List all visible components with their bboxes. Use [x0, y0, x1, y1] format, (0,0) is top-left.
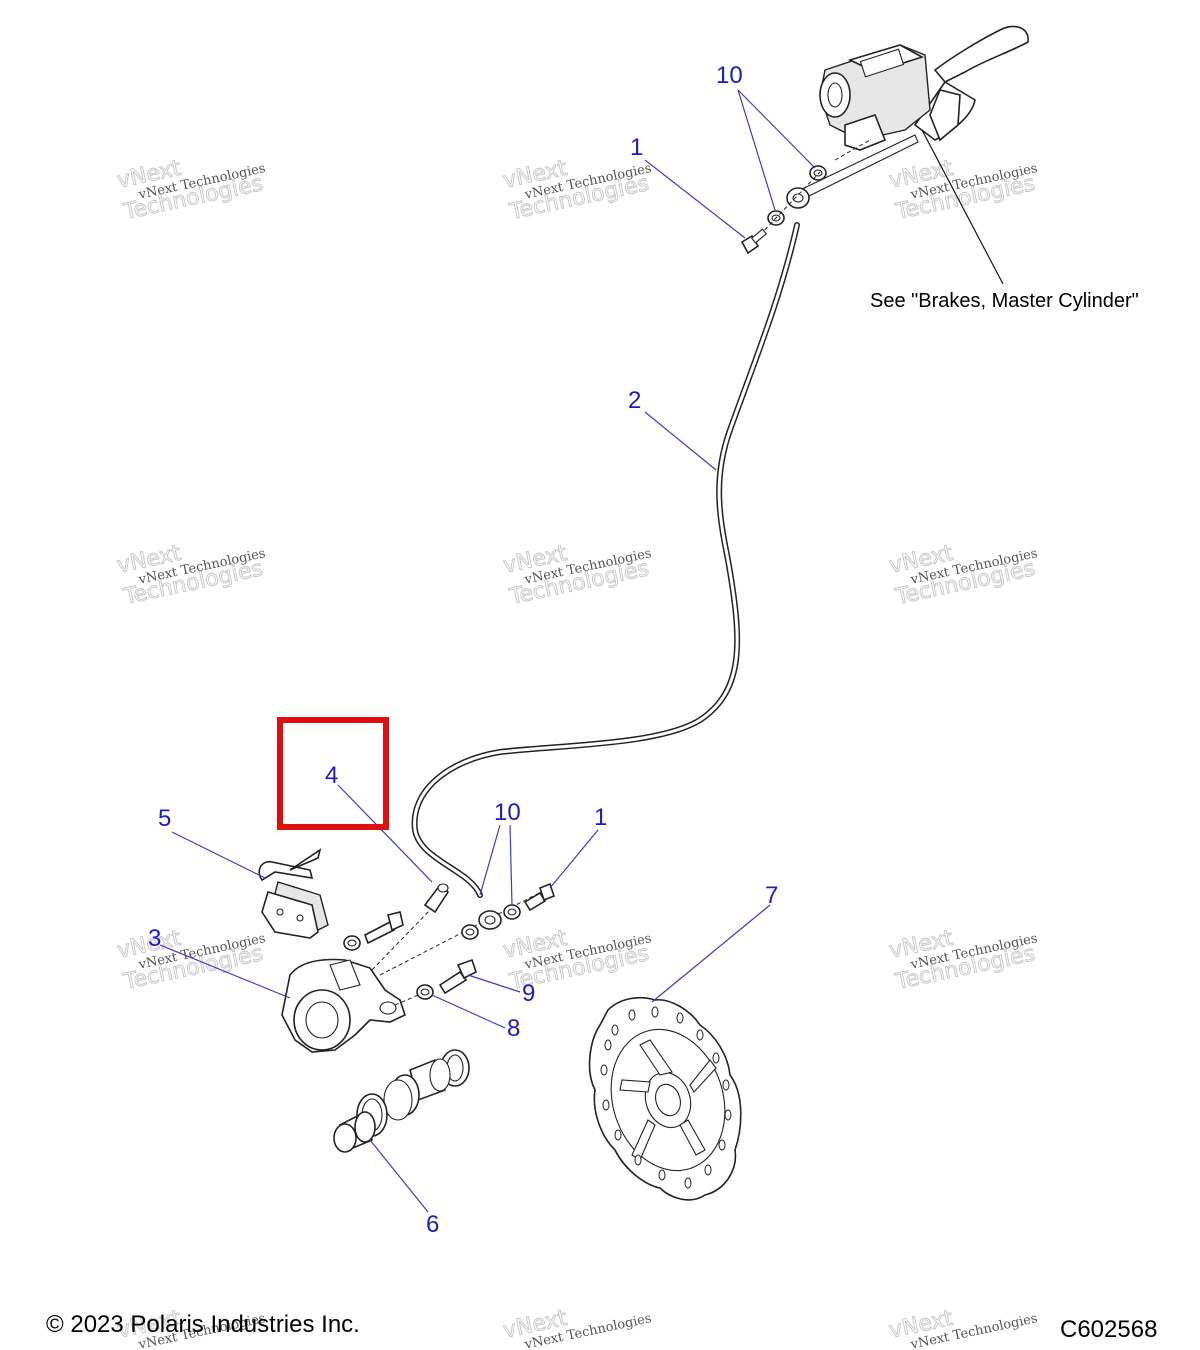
caliper-lower-bolt	[416, 958, 477, 1000]
watermark: vNext Technologies vNext Technologies	[887, 540, 1039, 610]
watermark: vNext vNext Technologies	[887, 1305, 1039, 1350]
callout-9: 9	[522, 980, 535, 1007]
brake-pads	[258, 848, 329, 939]
callout-8: 8	[507, 1015, 520, 1042]
callout-4: 4	[325, 762, 338, 789]
caliper-upper-bolt	[343, 911, 404, 951]
brake-hose	[411, 222, 800, 898]
highlight-box	[277, 717, 389, 830]
watermark: vNext Technologies vNext Technologies	[887, 925, 1039, 995]
top-banjo-assembly	[740, 165, 827, 255]
drawing-code: C602568	[1060, 1316, 1157, 1343]
piston-kit	[333, 1049, 470, 1153]
brake-disc	[588, 996, 742, 1201]
watermark: vNext Technologies vNext Technologies	[115, 155, 267, 225]
copyright-text: © 2023 Polaris Industries Inc.	[46, 1311, 360, 1338]
leader-lines	[159, 89, 1004, 1213]
disc-holes	[600, 1006, 732, 1189]
callout-6: 6	[426, 1211, 439, 1238]
caliper-body	[281, 958, 431, 1053]
callout-3: 3	[148, 925, 161, 952]
callout-7: 7	[765, 882, 778, 909]
master-cylinder-reference-note: See "Brakes, Master Cylinder"	[870, 290, 1139, 312]
watermark: vNext vNext Technologies	[501, 1305, 653, 1350]
bleeder-screw	[371, 883, 450, 971]
callouts: 1 10 2 4 5 10 1 7 3 9 8 6	[148, 62, 778, 1238]
watermark: vNext Technologies vNext Technologies	[115, 925, 267, 995]
callout-5: 5	[158, 805, 171, 832]
master-cylinder	[799, 25, 1029, 199]
callout-1-bottom: 1	[594, 804, 607, 831]
callout-1-top: 1	[630, 134, 643, 161]
watermark: vNext Technologies vNext Technologies	[115, 540, 267, 610]
bottom-banjo-assembly	[379, 882, 555, 976]
watermark: vNext Technologies vNext Technologies	[887, 155, 1039, 225]
watermark: vNext Technologies vNext Technologies	[501, 540, 653, 610]
callout-10-top: 10	[716, 62, 743, 89]
callout-2: 2	[628, 387, 641, 414]
callout-10-bottom: 10	[494, 799, 521, 826]
